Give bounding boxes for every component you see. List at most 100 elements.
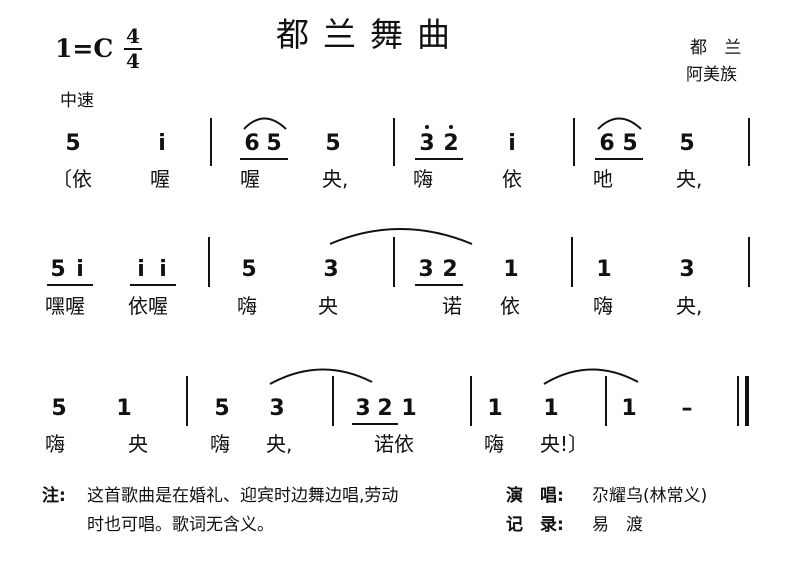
bar-line <box>748 237 750 287</box>
bar-line <box>393 118 395 166</box>
slur <box>269 368 373 385</box>
meter-bottom: 4 <box>126 49 140 73</box>
note: i <box>158 131 166 156</box>
tempo-marking: 中速 <box>60 91 94 111</box>
slur <box>543 368 639 385</box>
note: 2 <box>377 396 393 421</box>
underline <box>47 284 93 286</box>
note: i <box>76 257 84 282</box>
lyric: 嗨 <box>484 432 504 456</box>
note: 5 <box>50 257 66 282</box>
underline <box>130 284 176 286</box>
lyric: 吔 <box>593 167 613 191</box>
note: 5 <box>325 131 341 156</box>
credit-region: 都 兰 <box>690 38 748 58</box>
note: 3 <box>323 257 339 282</box>
lyric: 央, <box>266 432 293 456</box>
lyric: 依 <box>502 167 522 191</box>
note: 3 <box>419 131 435 156</box>
recorder-label: 记 录: <box>506 515 564 535</box>
note: 1 <box>543 396 559 421</box>
credit-ethnicity: 阿美族 <box>686 65 737 85</box>
recorder-value: 易 渡 <box>592 515 643 535</box>
note: 3 <box>679 257 695 282</box>
footnote-line1: 这首歌曲是在婚礼、迎宾时边舞边唱,劳动 <box>87 486 399 506</box>
note: 1 <box>116 396 132 421</box>
octave-dot <box>449 125 453 129</box>
lyric: 央, <box>676 167 703 191</box>
note: 1 <box>401 396 417 421</box>
underline <box>415 284 463 286</box>
bar-line <box>571 237 573 287</box>
lyric: 诺 <box>442 294 462 318</box>
bar-line <box>208 237 210 287</box>
bar-line <box>748 118 750 166</box>
lyric: 央 <box>128 432 148 456</box>
bar-line <box>332 376 334 426</box>
note: 1 <box>487 396 503 421</box>
underline <box>415 158 463 160</box>
note: 5 <box>51 396 67 421</box>
slur <box>243 117 287 130</box>
final-bar-thin <box>737 376 739 426</box>
footnote-line2: 时也可唱。歌词无含义。 <box>87 515 274 535</box>
key-signature: 1=C <box>55 34 114 63</box>
final-bar-thick <box>745 376 749 426</box>
note: 1 <box>621 396 637 421</box>
note: 5 <box>266 131 282 156</box>
note: 3 <box>418 257 434 282</box>
lyric: 嗨 <box>413 167 433 191</box>
note: 3 <box>269 396 285 421</box>
note: i <box>159 257 167 282</box>
slur <box>329 228 473 245</box>
lyric: 央!〕 <box>540 432 589 456</box>
slur <box>597 117 642 130</box>
lyric: 诺依 <box>374 432 414 456</box>
note: 1 <box>503 257 519 282</box>
lyric: 嗨 <box>210 432 230 456</box>
note: 6 <box>244 131 260 156</box>
bar-line <box>470 376 472 426</box>
note: 1 <box>596 257 612 282</box>
note: 2 <box>442 257 458 282</box>
underline <box>240 158 288 160</box>
lyric: 央, <box>322 167 349 191</box>
lyric: 嗨 <box>593 294 613 318</box>
note: i <box>508 131 516 156</box>
meter-top: 4 <box>126 24 140 48</box>
note: 5 <box>65 131 81 156</box>
footnote-label: 注: <box>42 486 66 506</box>
octave-dot <box>425 125 429 129</box>
note: 5 <box>622 131 638 156</box>
bar-line <box>605 376 607 426</box>
performer-value: 尕耀乌(林常义) <box>592 486 708 506</box>
note: 5 <box>214 396 230 421</box>
bar-line <box>393 237 395 287</box>
performer-label: 演 唱: <box>506 486 564 506</box>
bar-line <box>186 376 188 426</box>
lyric: 〔依 <box>52 167 92 191</box>
note: 2 <box>443 131 459 156</box>
bar-line <box>210 118 212 166</box>
underline <box>352 423 398 425</box>
lyric: 依 <box>500 294 520 318</box>
lyric: 央 <box>318 294 338 318</box>
underline <box>595 158 643 160</box>
note: 5 <box>679 131 695 156</box>
note: i <box>137 257 145 282</box>
meter-divider <box>124 48 142 50</box>
note: 3 <box>355 396 371 421</box>
lyric: 嗨 <box>45 432 65 456</box>
lyric: 嗨 <box>237 294 257 318</box>
lyric: 喔 <box>150 167 170 191</box>
sustain-dash: – <box>681 396 693 421</box>
page-title: 都兰舞曲 <box>276 15 464 54</box>
note: 5 <box>241 257 257 282</box>
lyric: 央, <box>676 294 703 318</box>
lyric: 依喔 <box>128 294 168 318</box>
lyric: 嘿喔 <box>45 294 85 318</box>
note: 6 <box>599 131 615 156</box>
lyric: 喔 <box>240 167 260 191</box>
